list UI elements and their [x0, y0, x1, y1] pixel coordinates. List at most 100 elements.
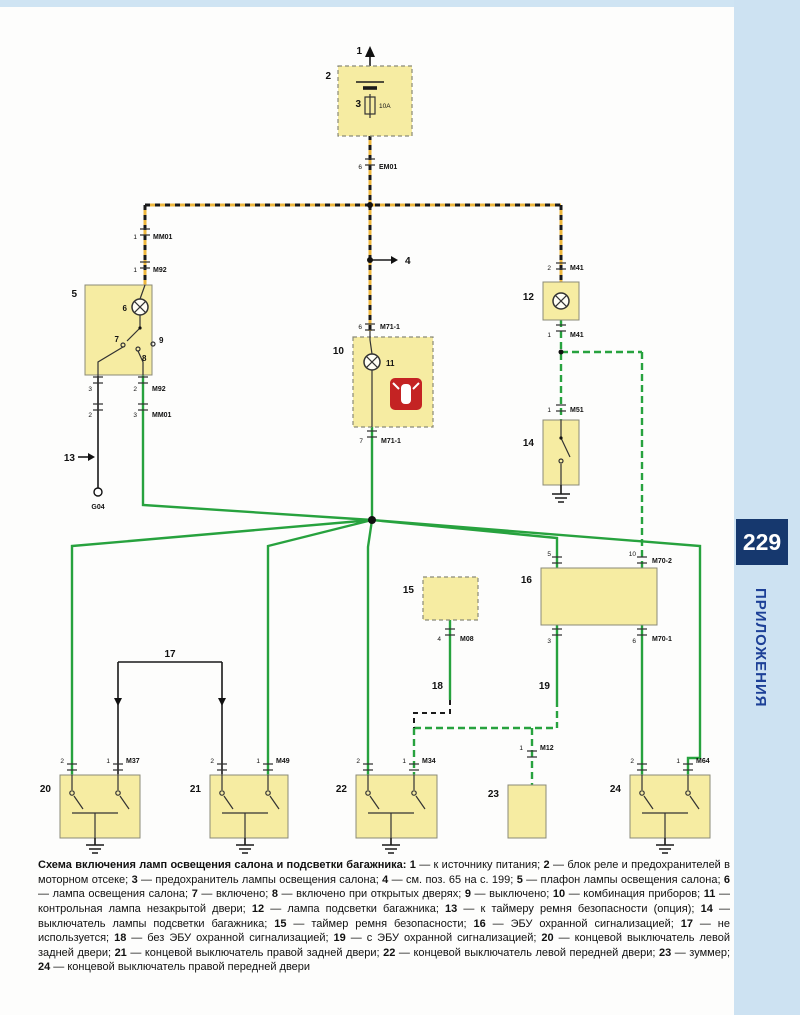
contact-9: [150, 341, 156, 347]
m71-top-pin: 6: [358, 324, 362, 331]
door-ajar-open-doors: [392, 382, 420, 390]
caption-item-num: 16: [473, 917, 486, 930]
caption-item-num: 17: [680, 917, 693, 930]
dome-bulb-label: 6: [123, 304, 128, 313]
caption-item-text: — ЭБУ охранной сигнализацией;: [485, 917, 681, 930]
caption-item-num: 20: [541, 932, 554, 945]
caption-item-text: — к источнику питания;: [415, 859, 544, 871]
caption-item-text: — включено при открытых дверях;: [277, 888, 465, 901]
pos9-label: 9: [159, 336, 164, 345]
caption-item-num: 22: [383, 946, 396, 959]
caption-item-num: 21: [114, 946, 127, 959]
switch-wiring: [71, 775, 130, 838]
power-wires: [143, 135, 563, 331]
trunk-switch-label: 14: [523, 438, 535, 449]
door-switch-wires: [70, 375, 702, 775]
contact: [685, 790, 691, 796]
door-switch-internals-24: [639, 775, 700, 854]
m34-pin-r: 1: [402, 758, 406, 765]
caption-item-num: 19: [333, 932, 346, 945]
contact: [639, 790, 645, 796]
door-switch-22-label: 22: [336, 784, 348, 795]
door-switch-right-rear: [209, 774, 289, 839]
caption-item-num: 2: [543, 859, 550, 871]
cluster-wiring: [369, 331, 373, 427]
green-wires: [70, 320, 702, 785]
m70-1-pin-r: 6: [632, 638, 636, 645]
contact: [411, 790, 417, 796]
caption-item-text: — к таймеру ремня безопасности (опция);: [457, 902, 701, 915]
relay-box-internals: [356, 81, 384, 118]
page-number-box: 229: [736, 519, 788, 565]
caption-item-num: 13: [445, 902, 458, 915]
buzzer-label: 23: [488, 789, 500, 800]
contact: [69, 790, 75, 796]
relay-box-label: 2: [325, 71, 331, 82]
caption-item-num: 3: [131, 873, 138, 886]
sidebar-strip: 229 ПРИЛОЖЕНИЯ: [734, 0, 800, 1015]
caption-item-text: — выключатель лампы подсветки багажника;: [38, 902, 730, 930]
m71-bot-pin: 7: [359, 438, 363, 445]
m70-2-pin-l: 5: [547, 551, 551, 558]
ref-4-label: 4: [405, 256, 411, 267]
contact: [265, 790, 271, 796]
mm01-top-connector: MM01: [153, 234, 173, 241]
page-top-strip: [0, 0, 800, 7]
m64-connector: M64: [696, 758, 710, 765]
caption-item-num: 14: [700, 902, 713, 915]
caption-item-num: 18: [114, 932, 127, 945]
trunk-switch-pivot: [559, 436, 563, 440]
caption-item-text: — см. поз. 65 на с. 199;: [388, 873, 517, 886]
seatbelt-timer: [422, 576, 479, 621]
caption-item-text: — концевой выключатель левой передней дв…: [395, 946, 659, 959]
caption-item-text: — комбинация приборов;: [565, 888, 704, 901]
m37-pin-l: 2: [60, 758, 64, 765]
ref-18-label: 18: [432, 681, 444, 692]
m49-pin-r: 1: [256, 758, 260, 765]
switch-wiring: [367, 775, 426, 838]
g04-ground: [93, 487, 103, 497]
ref-13-label: 13: [64, 453, 76, 464]
caption-item-text: — лампа подсветки багажника;: [264, 902, 446, 915]
ground-symbol: [382, 838, 400, 854]
m51-connector: M51: [570, 407, 584, 414]
caption-item-text: — лампа освещения салона;: [38, 888, 192, 901]
caption-item-num: 4: [382, 873, 389, 886]
caption-item-num: 24: [38, 961, 51, 974]
ground-symbol: [552, 485, 570, 503]
ref-19-label: 19: [539, 681, 551, 692]
trunk-bulb-x: [554, 294, 568, 308]
m64-pin-r: 1: [676, 758, 680, 765]
m41-bot-pin: 1: [547, 332, 551, 339]
power-wire-base: [143, 135, 563, 331]
g04-terminal: [93, 487, 103, 497]
junctions-and-arrows: [88, 46, 564, 706]
trunk-lamp-internals: [552, 292, 570, 310]
dome-lamp-internals: [97, 284, 156, 375]
m92-bot-pin-l: 3: [88, 386, 92, 393]
timer-label: 15: [403, 585, 415, 596]
trunk-and-alarm-dashed-wires: [412, 320, 644, 785]
buzzer: [507, 784, 547, 839]
ground-symbol: [236, 838, 254, 854]
cluster-label: 10: [333, 346, 345, 357]
caption: Схема включения ламп освещения салона и …: [38, 858, 730, 975]
m08-connector: M08: [460, 636, 474, 643]
m70-1-pin-l: 3: [547, 638, 551, 645]
m51-pin: 1: [547, 407, 551, 414]
m64-pin-l: 2: [630, 758, 634, 765]
mm01-bot-connector: MM01: [152, 412, 172, 419]
caption-item-text: — контрольная лампа незакрытой двери;: [38, 888, 730, 915]
mm01-top-pin: 1: [133, 234, 137, 241]
m12-connector: M12: [540, 745, 554, 752]
alarm-ecu: [540, 567, 658, 626]
contact: [115, 790, 121, 796]
switch-wiring: [221, 775, 280, 838]
caption-item-text: — не используется;: [38, 917, 730, 945]
caption-item-num: 10: [552, 888, 566, 901]
ref13-arrow: [88, 453, 95, 461]
not-used-arrow: [218, 698, 226, 706]
ajar-bulb-label: 11: [386, 359, 395, 368]
m70-1-connector: M70-1: [652, 636, 672, 643]
caption-item-num: 12: [251, 902, 265, 915]
